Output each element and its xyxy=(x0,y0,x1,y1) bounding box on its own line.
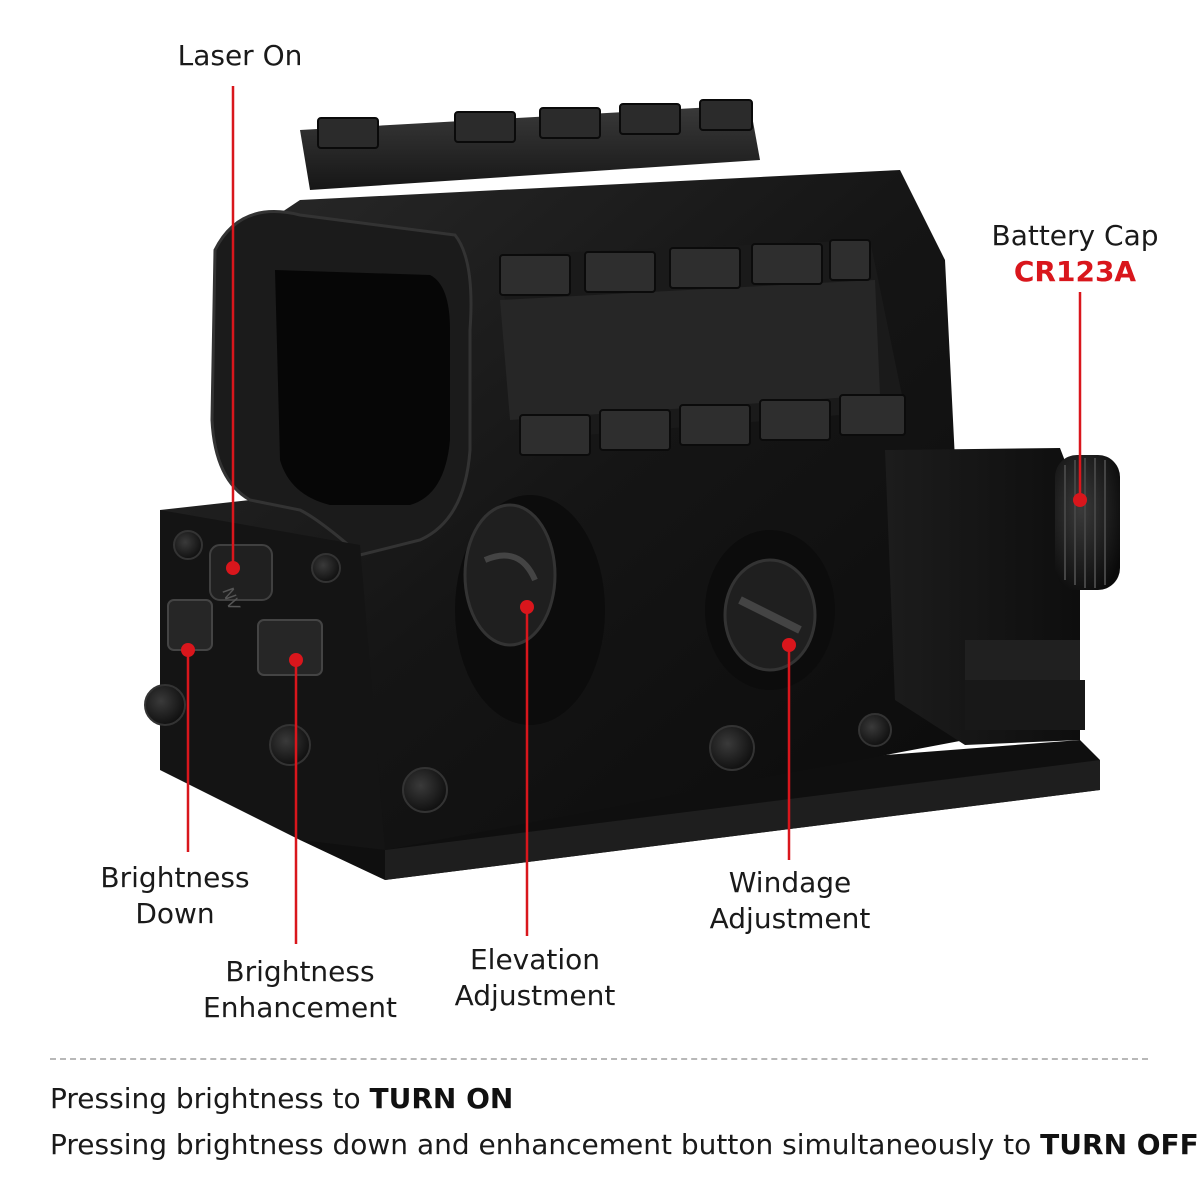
callout-brightness-down xyxy=(181,643,195,852)
dashed-divider xyxy=(50,1058,1148,1060)
callout-elevation-adjustment xyxy=(520,600,534,936)
turn-off-instruction: Pressing brightness down and enhancement… xyxy=(50,1128,1199,1161)
label-windage-adjustment: Windage Adjustment xyxy=(709,866,871,935)
label-brightness-enhancement: Brightness Enhancement xyxy=(203,955,397,1024)
label-laser-on: Laser On xyxy=(177,39,303,72)
callout-windage-adjustment xyxy=(782,638,796,860)
label-battery-cap: Battery Cap CR123A xyxy=(980,218,1170,290)
turn-on-instruction: Pressing brightness to TURN ON xyxy=(50,1082,514,1115)
red-dot-sight: NV xyxy=(144,99,1120,880)
callout-laser-on xyxy=(226,86,240,575)
label-brightness-down: Brightness Down xyxy=(100,861,250,930)
label-elevation-adjustment: Elevation Adjustment xyxy=(454,943,616,1012)
battery-type: CR123A xyxy=(1013,255,1137,288)
callout-brightness-enhancement xyxy=(289,653,303,944)
